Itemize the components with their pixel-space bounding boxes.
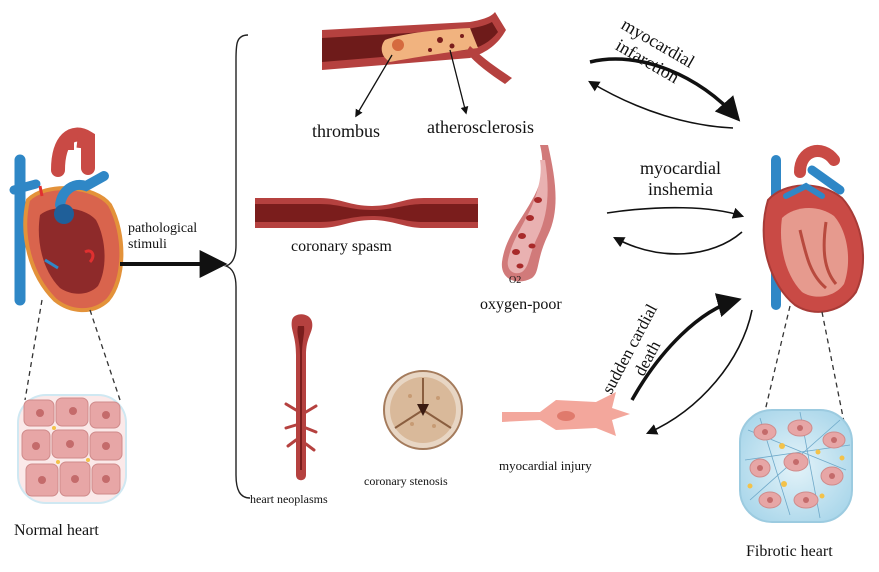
myocardial-injury-illustration (502, 392, 630, 436)
brace (223, 34, 251, 499)
atherosclerosis-label: atherosclerosis (427, 117, 534, 137)
dashed-line (821, 311, 847, 433)
ischemia-arrow-forward (606, 206, 745, 219)
fibrotic-heart-label: Fibrotic heart (746, 543, 833, 560)
ischemia-arrow-back (613, 231, 743, 255)
coronary-stenosis-label: coronary stenosis (364, 474, 448, 488)
infarction-arrow-back (588, 80, 734, 129)
fibrotic-heart-illustration (762, 145, 865, 313)
heart-neoplasms-illustration (284, 314, 318, 481)
normal-tissue-illustration (17, 394, 127, 504)
myocardial-ischemia-label: myocardial inshemia (640, 158, 721, 199)
coronary-spasm-label: coronary spasm (291, 238, 392, 255)
thrombus-label: thrombus (312, 121, 381, 141)
heart-neoplasms-label: heart neoplasms (250, 492, 328, 506)
thrombus-pointer (355, 54, 393, 118)
o2-label: O2 (509, 275, 522, 286)
dashed-line (89, 309, 121, 401)
dashed-line (24, 299, 43, 401)
death-arrow-forward (630, 293, 742, 401)
dashed-line (759, 305, 791, 433)
infarction-arrow-forward (589, 57, 741, 122)
atherosclerosis-pointer (449, 49, 469, 115)
atherosclerotic-vessel-illustration (322, 12, 512, 84)
normal-heart-label: Normal heart (14, 522, 99, 539)
coronary-spasm-illustration (255, 198, 478, 228)
myocardial-injury-label: myocardial injury (499, 458, 592, 473)
death-arrow-back (645, 309, 753, 435)
pathological-stimuli-label: pathological stimuli (128, 221, 198, 253)
coronary-stenosis-illustration (383, 370, 463, 450)
normal-heart-illustration (9, 127, 124, 313)
fibrotic-tissue-illustration (739, 409, 853, 523)
oxygen-poor-label: oxygen-poor (480, 296, 562, 313)
oxygen-poor-vessel-illustration (501, 145, 556, 282)
